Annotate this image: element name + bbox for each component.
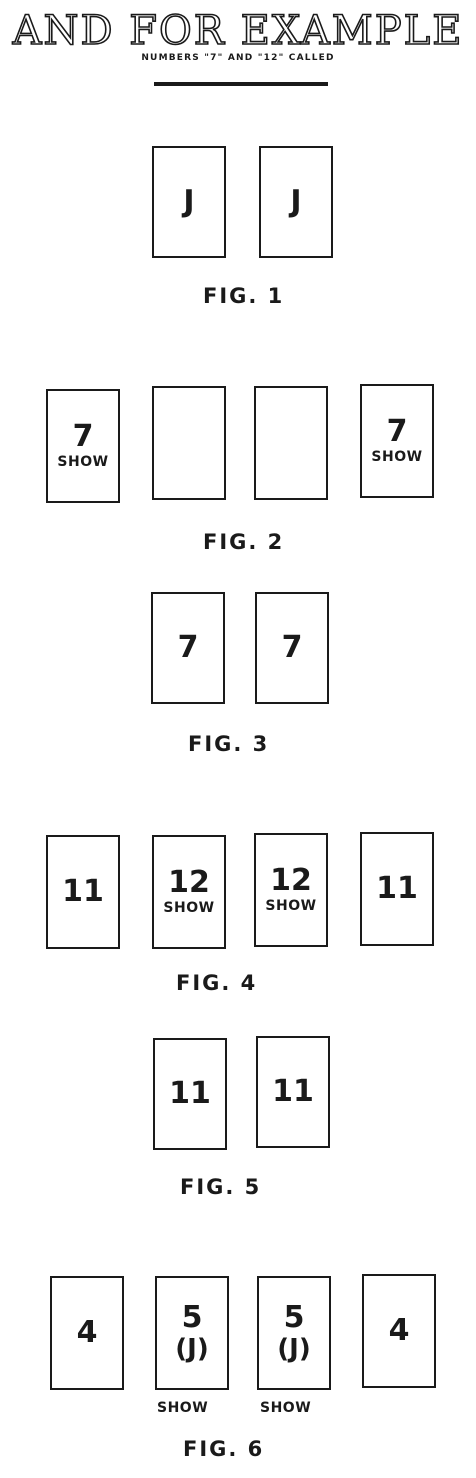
card-value: 11: [62, 874, 104, 909]
card-value: 7: [386, 414, 408, 449]
fig5-card-1: 11: [153, 1038, 227, 1150]
card-value: 5: [283, 1300, 305, 1335]
card-value: 12: [270, 863, 312, 898]
card-sub-value: (J): [277, 1334, 311, 1364]
fig2-card-1: 7 SHOW: [46, 389, 120, 503]
card-value: J: [290, 184, 302, 219]
card-value: 7: [72, 419, 94, 454]
fig3-caption: FIG. 3: [188, 732, 270, 756]
fig4-caption: FIG. 4: [176, 971, 258, 995]
title-underline: [154, 82, 328, 86]
fig3-card-2: 7: [255, 592, 329, 704]
fig6-card-4: 4: [362, 1274, 436, 1388]
card-show-note: SHOW: [163, 900, 215, 916]
fig2-caption: FIG. 2: [203, 530, 285, 554]
fig6-card-1: 4: [50, 1276, 124, 1390]
fig6-card-3-show-label: SHOW: [260, 1400, 312, 1416]
card-value: 4: [388, 1313, 410, 1348]
fig1-card-1: J: [152, 146, 226, 258]
fig4-card-3: 12 SHOW: [254, 833, 328, 947]
fig4-card-4: 11: [360, 832, 434, 946]
page-subtitle: NUMBERS "7" AND "12" CALLED: [141, 53, 335, 63]
card-value: 11: [376, 871, 418, 906]
page-title: AND FOR EXAMPLE: [12, 7, 464, 55]
fig5-card-2: 11: [256, 1036, 330, 1148]
card-value: 7: [177, 630, 199, 665]
card-value: 4: [76, 1315, 98, 1350]
fig1-card-2: J: [259, 146, 333, 258]
card-value: J: [183, 184, 195, 219]
card-show-note: SHOW: [57, 454, 109, 470]
card-sub-value: (J): [175, 1334, 209, 1364]
fig1-caption: FIG. 1: [203, 284, 285, 308]
fig6-caption: FIG. 6: [183, 1437, 265, 1461]
fig4-card-1: 11: [46, 835, 120, 949]
fig6-card-2: 5 (J): [155, 1276, 229, 1390]
fig6-card-3: 5 (J): [257, 1276, 331, 1390]
card-value: 12: [168, 865, 210, 900]
card-value: 11: [272, 1074, 314, 1109]
fig5-caption: FIG. 5: [180, 1175, 262, 1199]
fig4-card-2: 12 SHOW: [152, 835, 226, 949]
fig2-card-4: 7 SHOW: [360, 384, 434, 498]
fig6-card-2-show-label: SHOW: [157, 1400, 209, 1416]
card-show-note: SHOW: [265, 898, 317, 914]
card-show-note: SHOW: [371, 449, 423, 465]
fig3-card-1: 7: [151, 592, 225, 704]
fig2-card-2: [152, 386, 226, 500]
fig2-card-3: [254, 386, 328, 500]
card-value: 7: [281, 630, 303, 665]
card-value: 5: [181, 1300, 203, 1335]
card-value: 11: [169, 1076, 211, 1111]
